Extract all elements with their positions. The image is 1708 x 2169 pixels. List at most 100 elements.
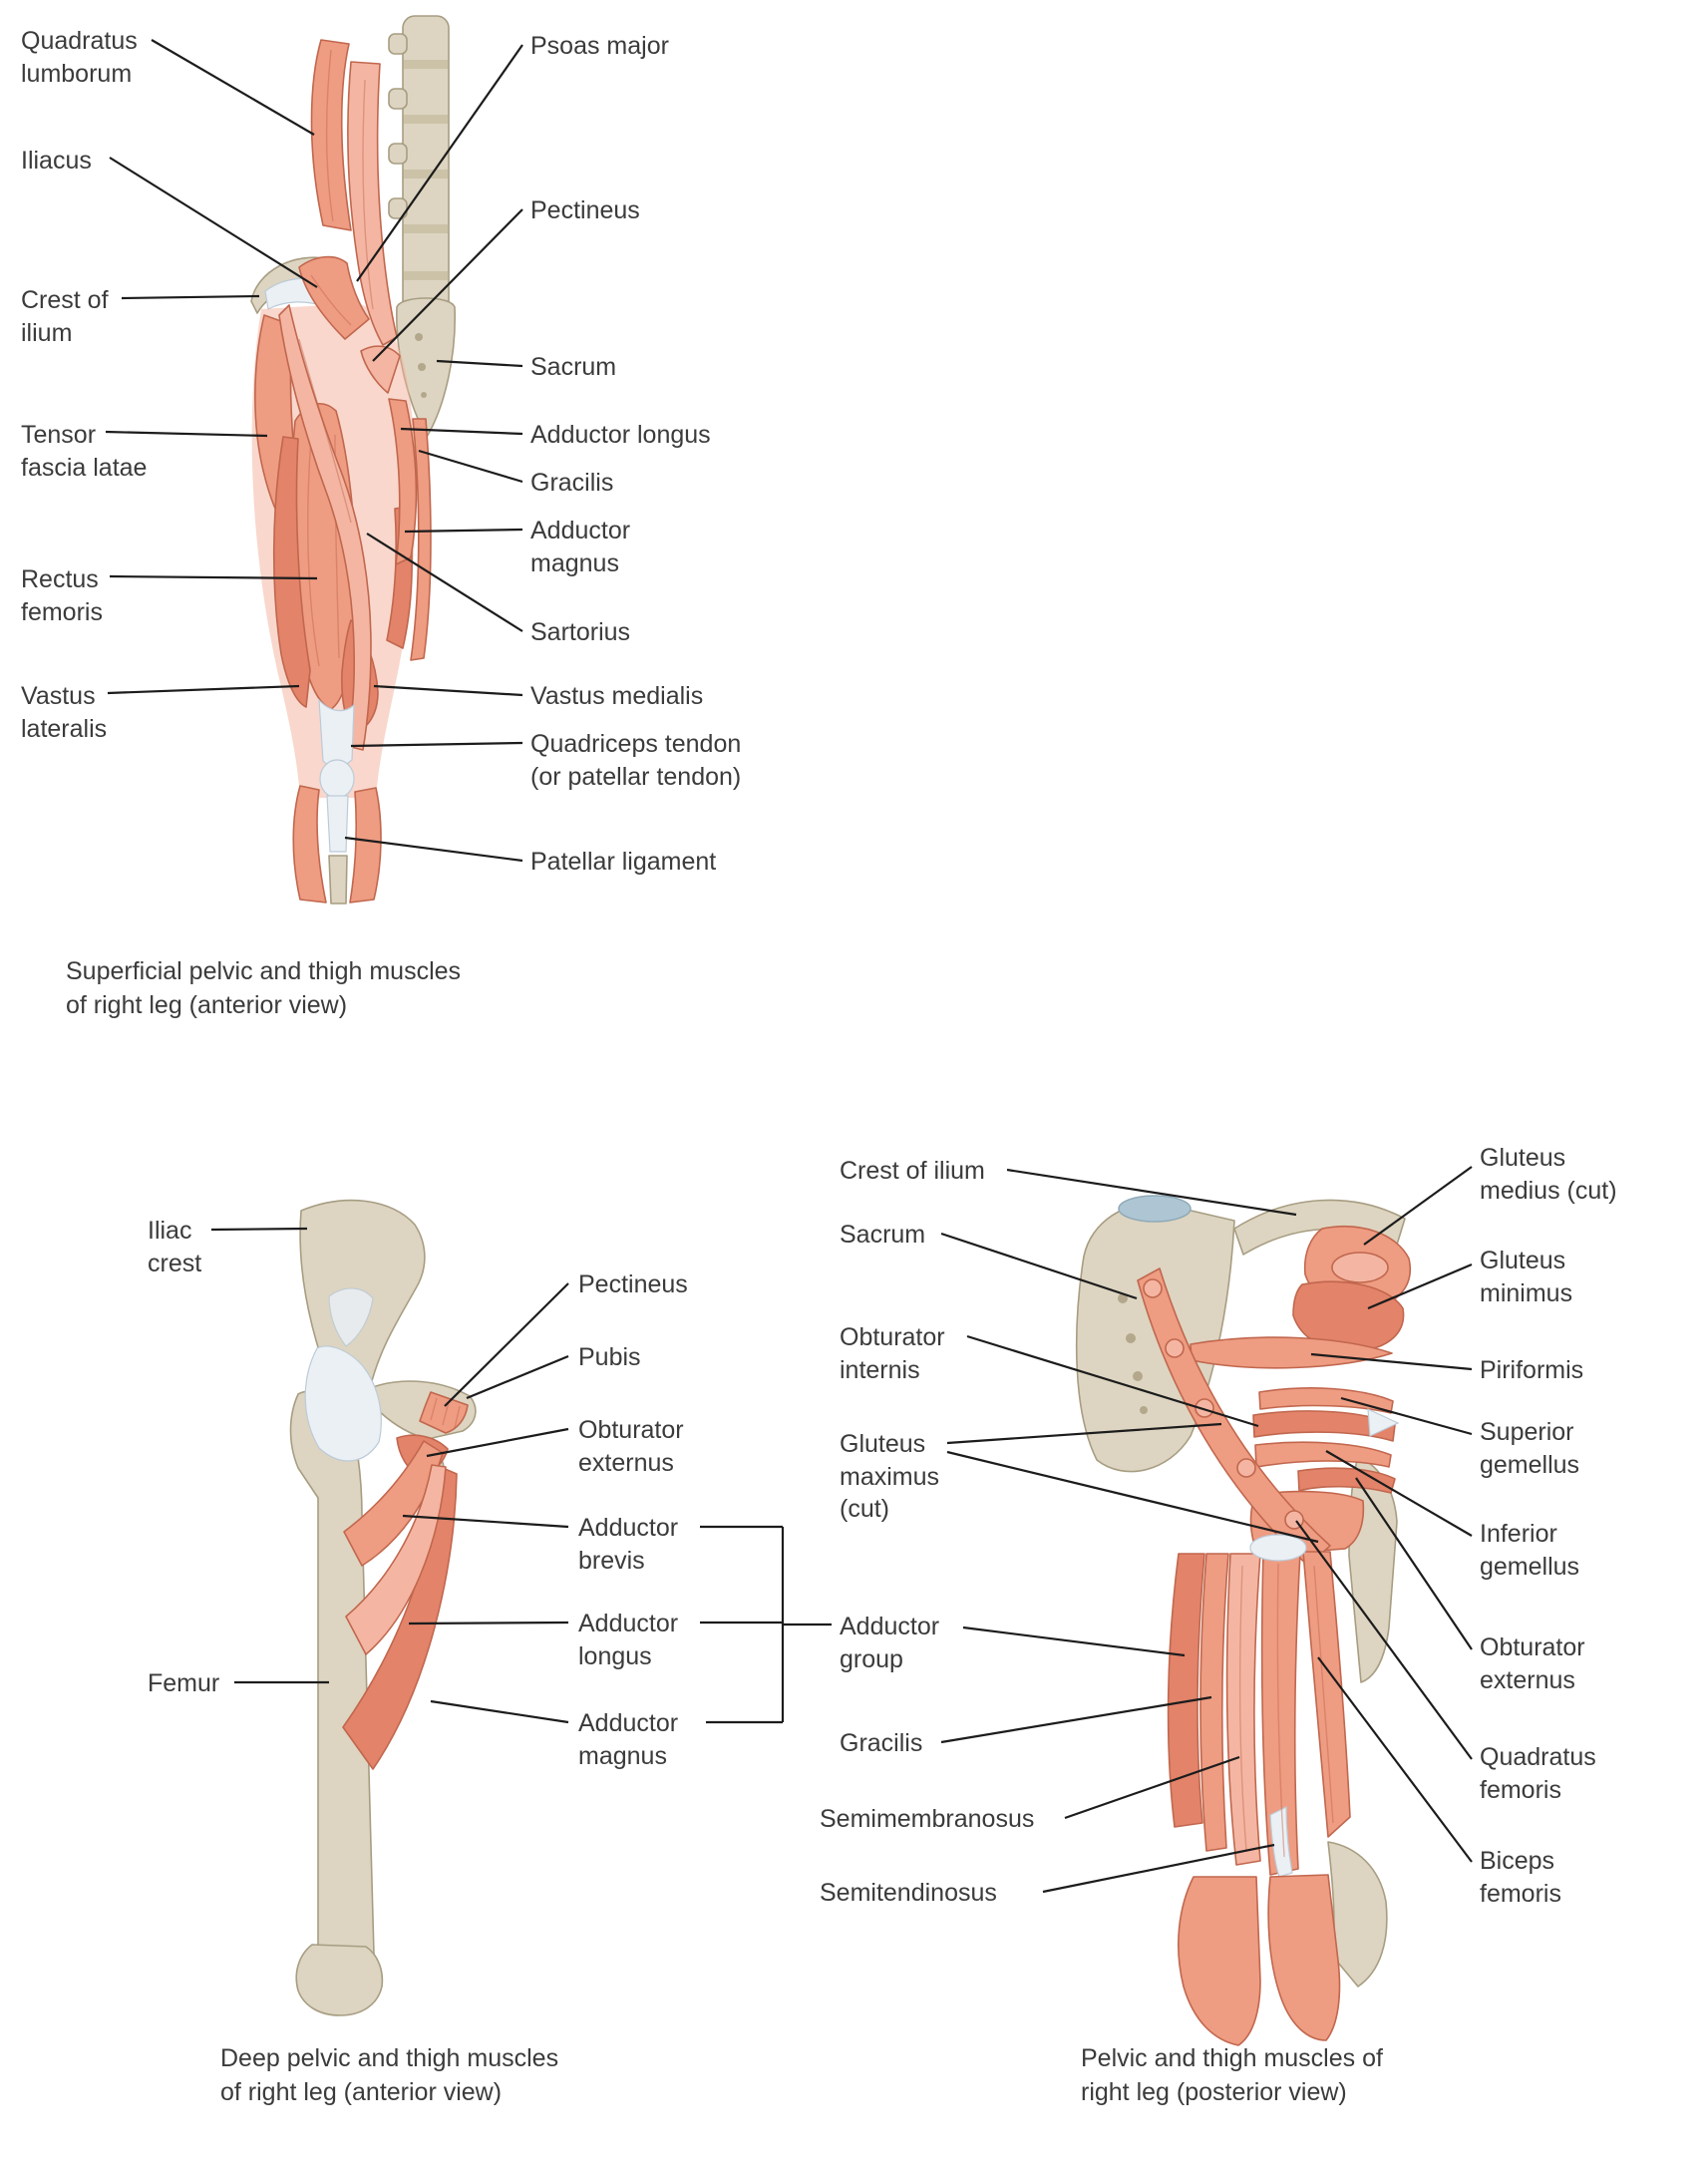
leader-adductor-longus-deep bbox=[408, 1621, 569, 1626]
intervertebral-disc bbox=[404, 115, 448, 124]
femur-condyle bbox=[1327, 1841, 1388, 1988]
leader-semitendinosus bbox=[1042, 1843, 1275, 1894]
label-iliac-crest: Iliac crest bbox=[148, 1217, 202, 1277]
leader-gracilis-posterior bbox=[940, 1695, 1212, 1744]
leader-obturator-internis bbox=[966, 1334, 1259, 1428]
label-psoas-major: Psoas major bbox=[530, 32, 669, 60]
muscle-striation bbox=[362, 79, 374, 310]
leader-adductor-brevis bbox=[402, 1514, 569, 1529]
patella bbox=[319, 759, 355, 799]
label-superior-gemellus: Superior gemellus bbox=[1480, 1418, 1580, 1479]
label-tensor-fascia-latae: Tensor fascia latae bbox=[21, 421, 148, 482]
intervertebral-disc bbox=[404, 170, 448, 179]
label-iliacus: Iliacus bbox=[21, 147, 92, 175]
muscle-striation bbox=[298, 338, 352, 524]
label-adductor-group: Adductor group bbox=[840, 1613, 940, 1673]
leader-adductor-longus bbox=[400, 427, 523, 436]
label-obturator-internis: Obturator internis bbox=[840, 1323, 945, 1384]
pectineus-muscle bbox=[360, 345, 401, 394]
intervertebral-disc bbox=[404, 60, 448, 69]
label-obturator-externus-deep: Obturator externus bbox=[578, 1416, 684, 1477]
label-pectineus-deep: Pectineus bbox=[578, 1270, 688, 1298]
label-crest-of-ilium: Crest of ilium bbox=[21, 286, 109, 347]
label-semimembranosus: Semimembranosus bbox=[820, 1805, 1035, 1833]
leader-obturator-externus-deep bbox=[426, 1427, 569, 1458]
gluteus-maximus-cut-scallop bbox=[1165, 1338, 1185, 1358]
label-biceps-femoris: Biceps femoris bbox=[1480, 1847, 1561, 1908]
adductor-longus-muscle bbox=[345, 1464, 447, 1655]
leader-gluteus-minimus bbox=[1367, 1263, 1473, 1310]
leader-inferior-gemellus bbox=[1325, 1450, 1473, 1537]
leader-quadratus-lumborum bbox=[151, 39, 315, 136]
leader-iliac-crest bbox=[210, 1227, 308, 1232]
leader-crest-of-ilium-posterior bbox=[1006, 1168, 1297, 1217]
sartorius-muscle bbox=[278, 304, 372, 751]
label-adductor-brevis: Adductor brevis bbox=[578, 1514, 679, 1575]
label-rectus-femoris: Rectus femoris bbox=[21, 565, 103, 626]
hip-joint-capsule bbox=[304, 1345, 382, 1462]
leader-gluteus-medius bbox=[1363, 1166, 1473, 1246]
leader-pectineus bbox=[372, 208, 523, 362]
muscle-striation bbox=[430, 1397, 438, 1421]
leader-biceps-femoris bbox=[1317, 1656, 1473, 1863]
adductor-longus-muscle bbox=[388, 398, 418, 565]
label-adductor-longus: Adductor longus bbox=[530, 421, 711, 449]
leader-rectus-femoris bbox=[109, 574, 318, 580]
ischial-tendon bbox=[1249, 1534, 1307, 1562]
intervertebral-disc bbox=[404, 224, 448, 233]
semitendinosus-tendon bbox=[1269, 1806, 1293, 1878]
iliacus-muscle bbox=[298, 255, 370, 340]
leader-gluteus-maximus-a bbox=[946, 1422, 1222, 1445]
label-piriformis: Piriformis bbox=[1480, 1356, 1584, 1384]
vertebra-process bbox=[388, 88, 408, 110]
leader-sacrum bbox=[436, 359, 523, 368]
label-quadratus-femoris: Quadratus femoris bbox=[1480, 1743, 1596, 1804]
label-gluteus-minimus: Gluteus minimus bbox=[1480, 1247, 1573, 1307]
intervertebral-disc bbox=[404, 271, 448, 280]
gluteus-maximus-cut-scallop bbox=[1143, 1278, 1163, 1298]
caption-deep: Deep pelvic and thigh muscles of right l… bbox=[220, 2044, 559, 2106]
pectineus-muscle-cut bbox=[419, 1391, 469, 1434]
muscle-striation bbox=[1313, 1565, 1334, 1824]
label-adductor-magnus: Adductor magnus bbox=[530, 517, 631, 577]
leader-superior-gemellus bbox=[1340, 1396, 1473, 1436]
muscle-striation bbox=[310, 274, 352, 326]
muscle-striation bbox=[307, 438, 320, 667]
gluteus-maximus-cut-scallop bbox=[1195, 1398, 1214, 1418]
leader-crest-of-ilium bbox=[121, 294, 260, 300]
leader-piriformis bbox=[1310, 1352, 1473, 1371]
sacral-foramen bbox=[421, 392, 427, 398]
lower-leg-lateral-muscle bbox=[292, 785, 327, 904]
label-obturator-externus-posterior: Obturator externus bbox=[1480, 1633, 1585, 1694]
iliac-crest-bone bbox=[1233, 1199, 1406, 1256]
label-vastus-lateralis: Vastus lateralis bbox=[21, 682, 108, 743]
ca​ption-posterior: Pelvic and thigh muscles of right leg (p… bbox=[1081, 2044, 1383, 2106]
obturator-externus-muscle bbox=[1297, 1467, 1396, 1494]
label-inferior-gemellus: Inferior gemellus bbox=[1480, 1520, 1580, 1581]
figure-posterior-illustration bbox=[1075, 1195, 1411, 2046]
gastrocnemius-lateral-head bbox=[1267, 1874, 1341, 2041]
quadratus-lumborum-muscle bbox=[310, 39, 352, 231]
leader-quadratus-femoris bbox=[1295, 1520, 1473, 1760]
muscle-striation bbox=[1276, 1563, 1285, 1858]
leader-sartorius bbox=[366, 533, 523, 632]
label-gracilis-posterior: Gracilis bbox=[840, 1729, 923, 1757]
patellar-ligament bbox=[326, 795, 349, 853]
label-gluteus-maximus-cut: Gluteus maximus (cut) bbox=[840, 1430, 940, 1523]
leader-tensor-fascia-latae bbox=[105, 430, 268, 438]
label-adductor-magnus-deep: Adductor magnus bbox=[578, 1709, 679, 1770]
label-sacrum-posterior: Sacrum bbox=[840, 1221, 926, 1249]
label-gracilis: Gracilis bbox=[530, 469, 614, 497]
leader-adductor-group bbox=[962, 1626, 1186, 1657]
lower-leg-medial-muscle bbox=[349, 787, 382, 904]
obturator-internus-tendon bbox=[1367, 1408, 1400, 1437]
label-vastus-medialis: Vastus medialis bbox=[530, 682, 704, 710]
leader-obturator-externus-posterior bbox=[1355, 1477, 1473, 1650]
label-quadratus-lumborum: Quadratus lumborum bbox=[21, 27, 138, 88]
label-pubis: Pubis bbox=[578, 1343, 641, 1371]
femur-condyle bbox=[295, 1944, 384, 2016]
leader-adductor-magnus-deep bbox=[430, 1699, 569, 1724]
label-gluteus-medius-cut: Gluteus medius (cut) bbox=[1480, 1144, 1617, 1205]
